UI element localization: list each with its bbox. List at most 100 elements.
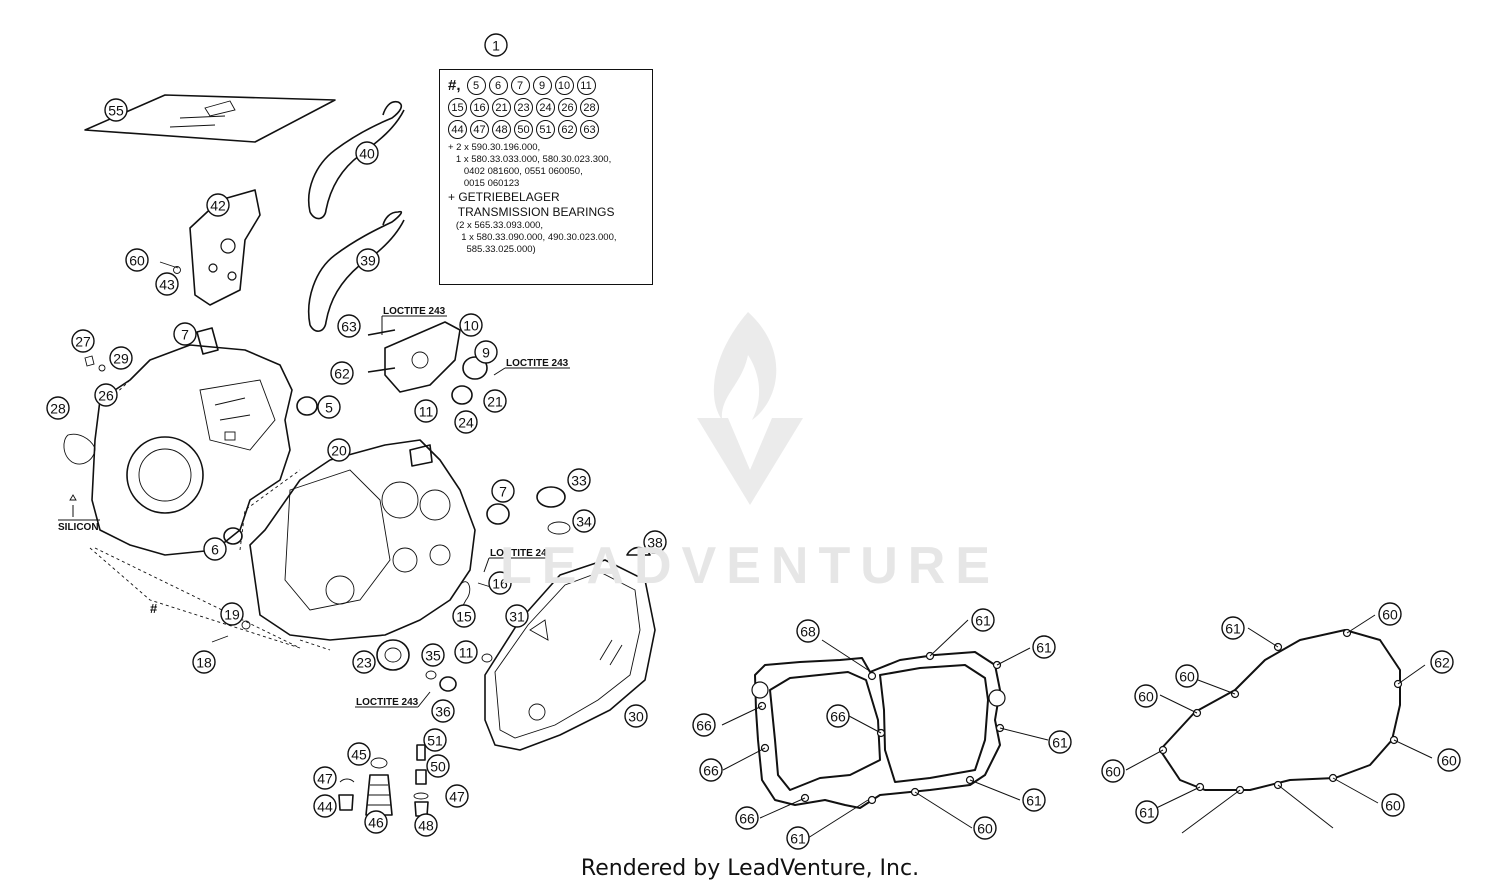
kit-line: 0402 081600, 0551 060050, — [448, 166, 583, 177]
callout-60: 60 — [1437, 748, 1461, 772]
callout-66: 66 — [699, 758, 723, 782]
callout-number: 61 — [790, 831, 806, 847]
callout-55: 55 — [104, 98, 128, 122]
callout-62: 62 — [330, 361, 354, 385]
callout-46: 46 — [364, 810, 388, 834]
loctite-note-4: LOCTITE 243 — [356, 697, 419, 708]
callout-21: 21 — [483, 389, 507, 413]
oring-34 — [547, 521, 571, 535]
callout-number: 10 — [463, 318, 479, 334]
callout-60: 60 — [1175, 664, 1199, 688]
callout-number: 60 — [977, 821, 993, 837]
callout-11: 11 — [414, 399, 438, 423]
callout-45: 45 — [347, 742, 371, 766]
callout-number: 61 — [1026, 793, 1042, 809]
callout-33: 33 — [567, 468, 591, 492]
callout-number: 40 — [359, 146, 375, 162]
kit-chip: 21 — [492, 98, 511, 117]
callout-66: 66 — [826, 704, 850, 728]
callout-number: 66 — [739, 811, 755, 827]
callout-61: 61 — [786, 826, 810, 850]
kit-chip: 7 — [510, 76, 530, 95]
callout-number: 61 — [975, 613, 991, 629]
kit-chip: 26 — [558, 98, 577, 117]
oil-filter-46 — [365, 774, 393, 816]
callout-number: 47 — [449, 789, 465, 805]
kit-chip: 10 — [554, 76, 574, 95]
callout-number: 68 — [800, 624, 816, 640]
callout-36: 36 — [431, 699, 455, 723]
callout-60: 60 — [125, 248, 149, 272]
loctite-note-1: LOCTITE 243 — [383, 306, 446, 317]
crankcase-right-half — [249, 439, 476, 641]
gasket-b-leaders — [1125, 614, 1433, 834]
kit-chip: 23 — [514, 98, 533, 117]
callout-60: 60 — [973, 816, 997, 840]
callout-number: 29 — [113, 351, 129, 367]
callout-66: 66 — [735, 806, 759, 830]
kit-line: 585.33.025.000) — [448, 244, 536, 255]
callout-61: 61 — [971, 608, 995, 632]
callout-number: 28 — [50, 401, 66, 417]
plug-27 — [84, 355, 95, 367]
callout-42: 42 — [206, 193, 230, 217]
screw-18 — [211, 635, 229, 643]
callout-number: 39 — [360, 253, 376, 269]
washer-19 — [241, 620, 251, 630]
callout-61: 61 — [1032, 635, 1056, 659]
silicon-tip — [69, 494, 77, 501]
callout-30: 30 — [624, 704, 648, 728]
kit-line: (2 x 565.33.093.000, — [448, 220, 544, 231]
spring-51 — [416, 744, 426, 761]
callout-number: 60 — [1179, 669, 1195, 685]
callout-number: 1 — [492, 38, 500, 54]
callout-number: 60 — [1382, 607, 1398, 623]
callout-60: 60 — [1134, 684, 1158, 708]
callout-number: 51 — [427, 733, 443, 749]
callout-47: 47 — [313, 766, 337, 790]
callout-number: 60 — [1441, 753, 1457, 769]
callout-number: 11 — [459, 645, 474, 661]
callout-number: 19 — [224, 607, 240, 623]
kit-chip: 47 — [470, 120, 489, 139]
callout-28: 28 — [46, 396, 70, 420]
callout-number: 38 — [647, 535, 663, 551]
callout-number: 46 — [368, 815, 384, 831]
callout-number: 66 — [696, 718, 712, 734]
callout-number: 44 — [317, 799, 333, 815]
callout-9: 9 — [474, 340, 498, 364]
callout-number: 63 — [341, 319, 357, 335]
callout-43: 43 — [155, 272, 179, 296]
callout-15: 15 — [452, 604, 476, 628]
kit-line: + GETRIEBELAGER — [448, 190, 560, 204]
kit-line: TRANSMISSION BEARINGS — [448, 205, 615, 219]
sprocket-cover-42 — [189, 189, 261, 306]
callout-number: 48 — [418, 818, 434, 834]
kit-chip: 28 — [580, 98, 599, 117]
oring-45 — [370, 757, 388, 769]
clip-38 — [626, 546, 651, 556]
loctite-leader-4 — [355, 691, 431, 708]
callout-66: 66 — [692, 713, 716, 737]
callout-63: 63 — [337, 314, 361, 338]
callout-60: 60 — [1101, 759, 1125, 783]
kit-line: 0015 060123 — [448, 178, 520, 189]
strip-gasket-40 — [308, 100, 405, 220]
kit-chip: 63 — [580, 120, 599, 139]
callout-number: 16 — [492, 576, 508, 592]
hash-note: # — [150, 601, 158, 616]
callout-24: 24 — [454, 410, 478, 434]
callout-number: 60 — [1385, 798, 1401, 814]
kit-row-2: 15 16 21 23 24 26 28 — [448, 98, 644, 117]
crankcase-left-half — [91, 327, 318, 556]
gasket-cylinder-side — [751, 651, 1006, 809]
callout-number: 26 — [98, 388, 114, 404]
kit-line: 1 x 580.33.090.000, 490.30.023.000, — [448, 232, 617, 243]
loctite-note-3: LOCTITE 243 — [490, 548, 553, 559]
callout-5: 5 — [317, 395, 341, 419]
loctite-leader-3 — [483, 557, 550, 573]
callout-16: 16 — [488, 571, 512, 595]
callout-62: 62 — [1430, 650, 1454, 674]
callout-11: 11 — [454, 640, 478, 664]
